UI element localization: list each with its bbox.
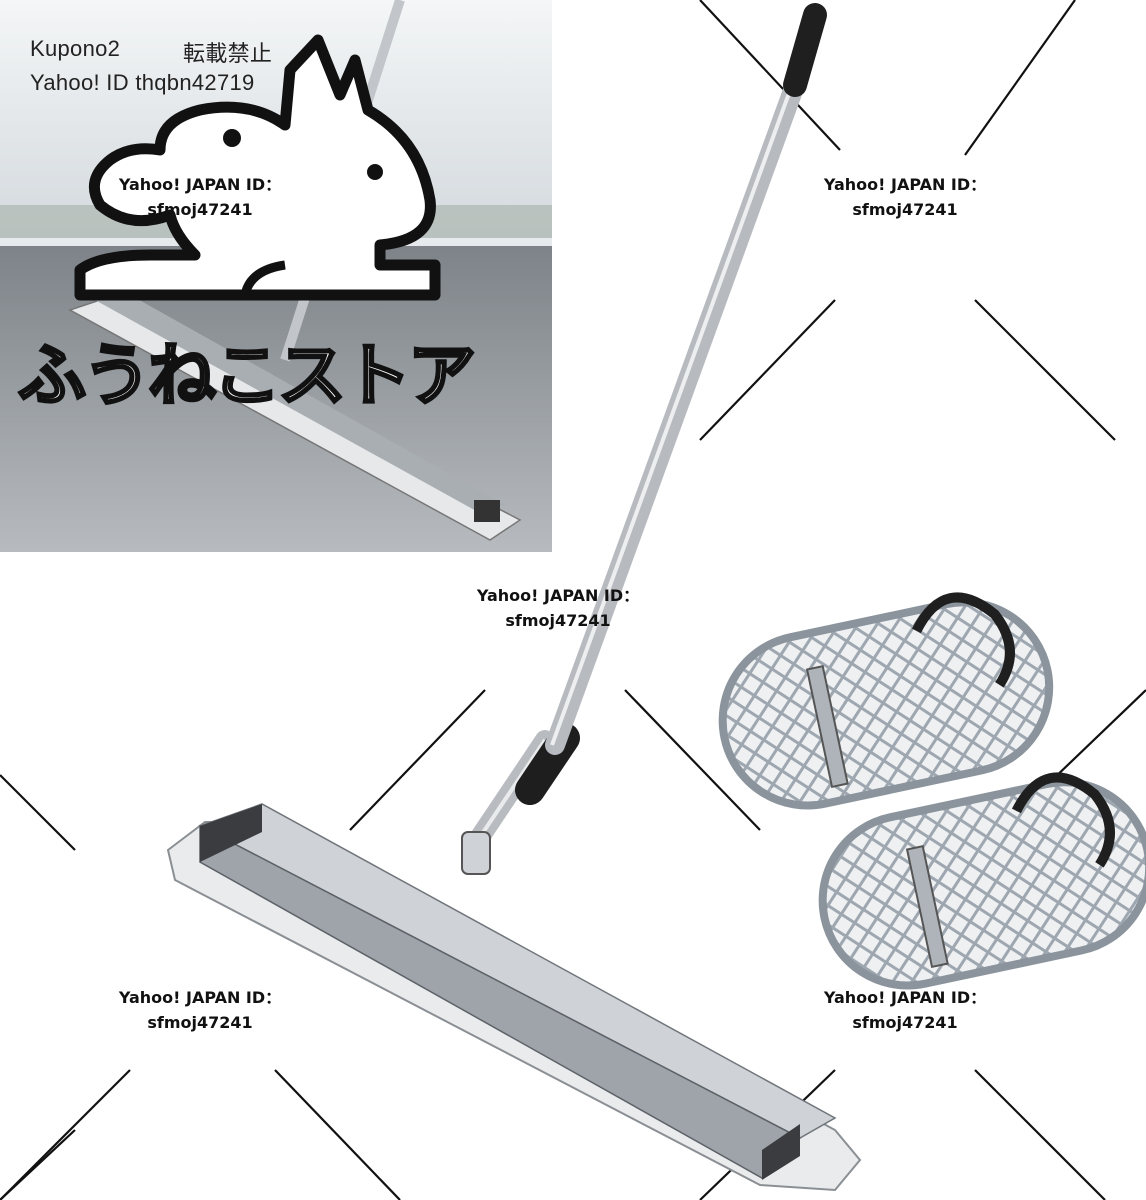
header-yahoo-id: Yahoo! ID thqbn42719 [30,70,255,95]
watermark-top-right: Yahoo! JAPAN ID： sfmoj47241 [795,172,1015,222]
watermark-label: Yahoo! JAPAN ID： [476,586,640,605]
watermark-top-left: Yahoo! JAPAN ID： sfmoj47241 [90,172,310,222]
watermark-id: sfmoj47241 [852,1013,958,1032]
watermark-bottom-left: Yahoo! JAPAN ID： sfmoj47241 [90,985,310,1035]
watermark-center: Yahoo! JAPAN ID： sfmoj47241 [448,583,668,633]
watermark-label: Yahoo! JAPAN ID： [118,175,282,194]
store-name: ふうねこストア [16,336,477,418]
watermark-bottom-right: Yahoo! JAPAN ID： sfmoj47241 [795,985,1015,1035]
watermark-label: Yahoo! JAPAN ID： [823,988,987,1007]
watermark-id: sfmoj47241 [147,1013,253,1032]
header-seller: Kupono2 [30,36,121,61]
watermark-label: Yahoo! JAPAN ID： [823,175,987,194]
watermark-id: sfmoj47241 [505,611,611,630]
rabbit-cat-logo-icon [74,34,441,301]
watermark-id: sfmoj47241 [852,200,958,219]
header-no-reprint: 転載禁止 [183,41,273,66]
watermark-id: sfmoj47241 [147,200,253,219]
watermark-label: Yahoo! JAPAN ID： [118,988,282,1007]
